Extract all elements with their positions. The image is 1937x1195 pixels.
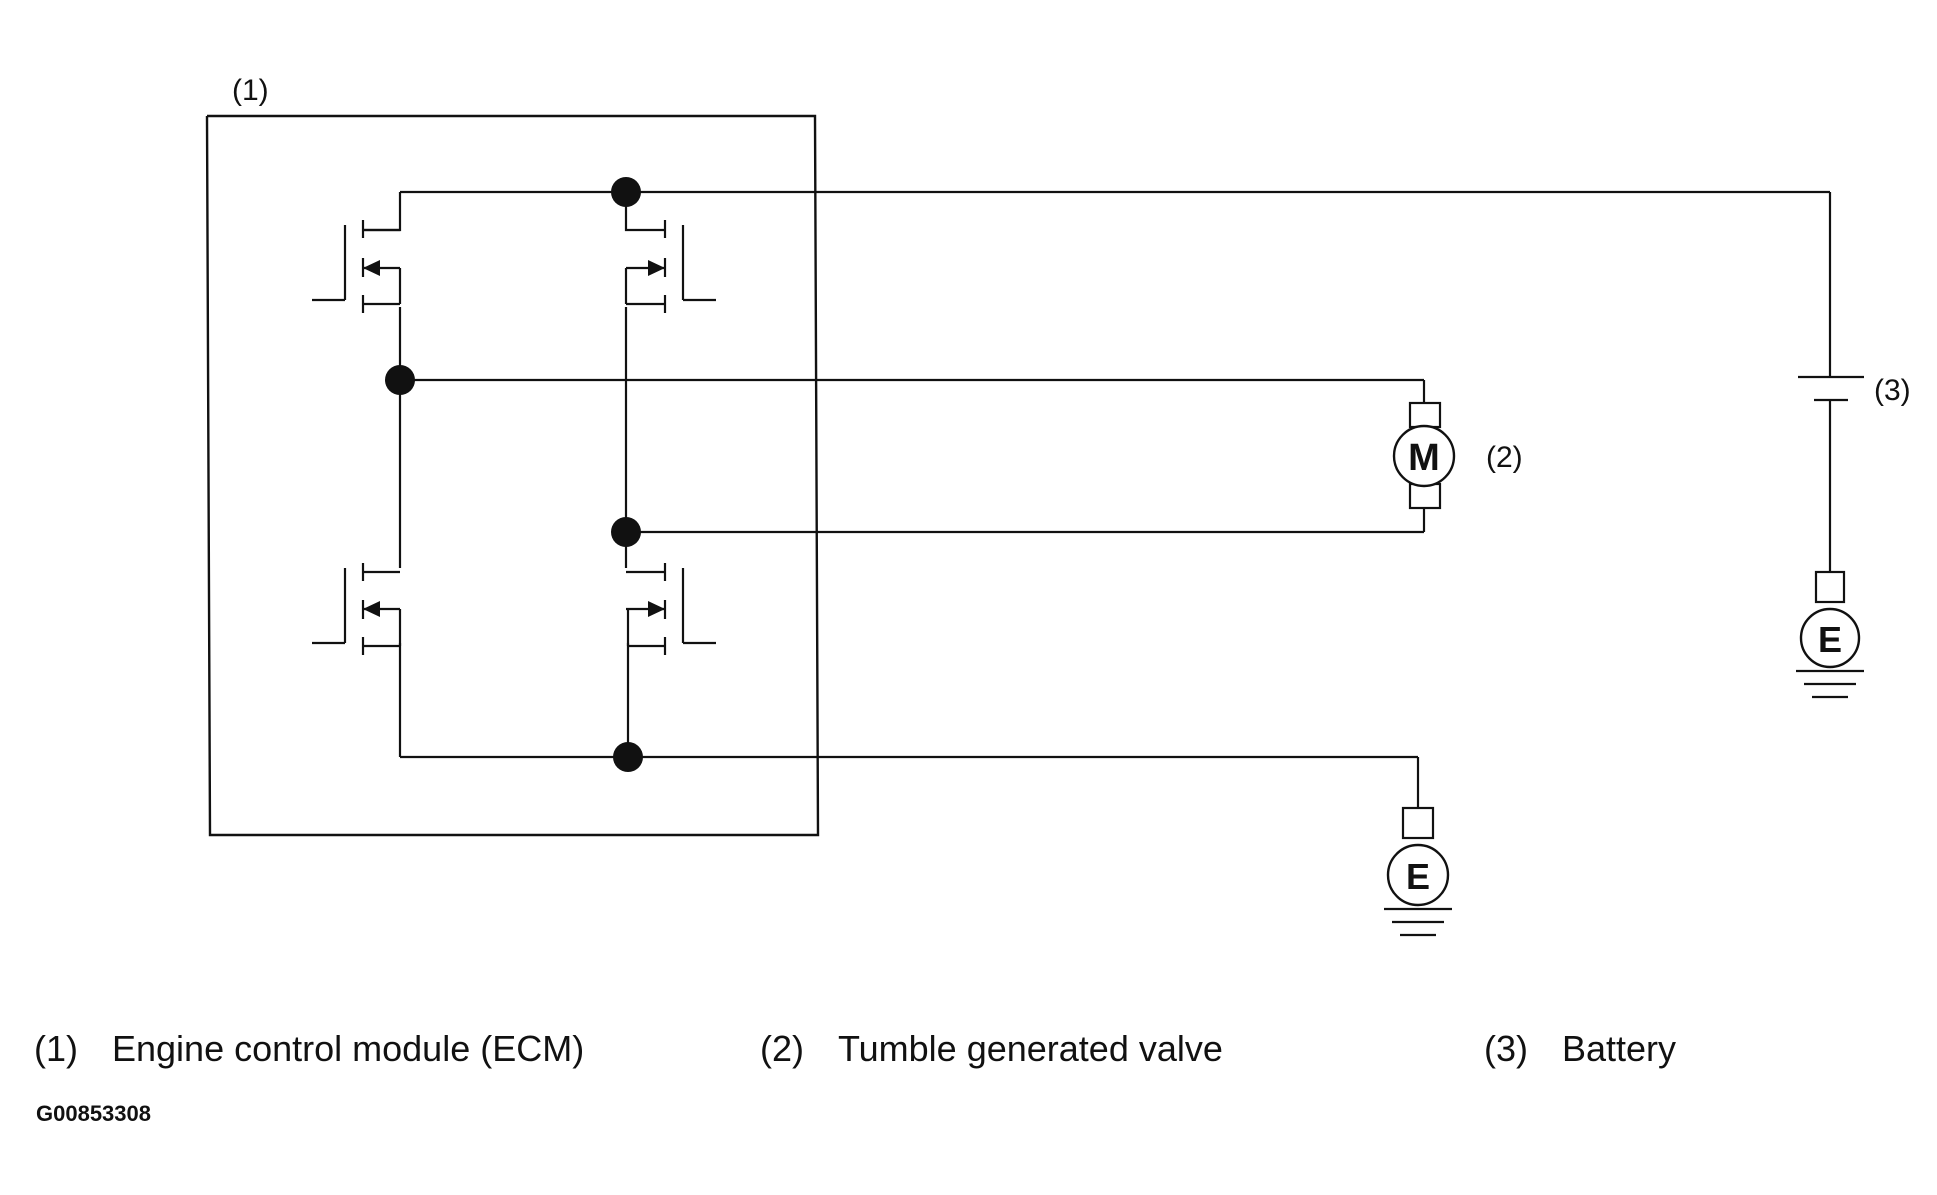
legend-text: Battery [1562, 1028, 1677, 1069]
junction-dots [385, 177, 643, 772]
transistor-top-left [312, 220, 402, 313]
legend-item-battery: (3) Battery [1484, 1028, 1676, 1070]
legend-number: (3) [1484, 1028, 1528, 1069]
battery-symbol [1798, 375, 1864, 402]
transistor-bottom-right [626, 563, 716, 655]
ground-symbol-battery: E [1796, 570, 1864, 699]
legend-text: Engine control module (ECM) [112, 1028, 585, 1069]
legend-number: (2) [760, 1028, 804, 1069]
ecm-callout: (1) [232, 74, 269, 107]
transistor-bottom-left [312, 563, 402, 655]
motor-symbol: M [1392, 401, 1456, 510]
junction-bottom [613, 742, 643, 772]
legend-text: Tumble generated valve [838, 1028, 1223, 1069]
junction-top [611, 177, 641, 207]
legend-item-ecm: (1) Engine control module (ECM) [34, 1028, 584, 1070]
legend-item-valve: (2) Tumble generated valve [760, 1028, 1223, 1070]
wiring [363, 190, 1832, 808]
battery-callout: (3) [1874, 374, 1911, 407]
transistor-top-right [624, 220, 716, 313]
ground-label-battery: E [1818, 619, 1842, 660]
figure-code: G00853308 [36, 1101, 151, 1126]
motor-label: M [1408, 437, 1440, 479]
ecm-box [205, 114, 820, 837]
ground-label-ecm: E [1406, 856, 1430, 897]
ground-symbol-ecm: E [1384, 806, 1452, 937]
valve-callout: (2) [1486, 441, 1523, 474]
junction-left-mid [385, 365, 415, 395]
junction-right-mid [611, 517, 641, 547]
legend-number: (1) [34, 1028, 78, 1069]
